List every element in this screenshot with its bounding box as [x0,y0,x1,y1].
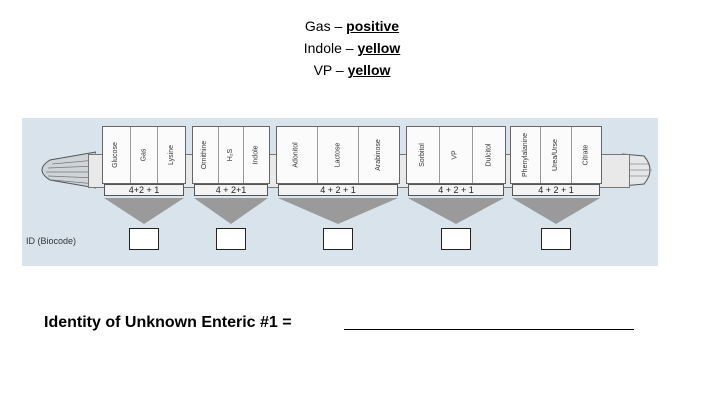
test-label: H₂S [227,148,235,162]
group-wedge-icon [408,198,504,224]
result-gas-value: positive [346,18,400,34]
result-indole: Indole – yellow [0,38,704,58]
test-cell: Adonitol [277,127,318,183]
score-label: 4 + 2 + 1 [278,184,398,196]
biocode-digit-box-4 [441,228,471,250]
test-cell: Arabinose [359,127,399,183]
test-label: Lysine [167,145,175,165]
test-label: Dulcitol [484,143,492,167]
unknown-identity-prompt: Identity of Unknown Enteric #1 = [44,314,292,331]
result-gas-label: Gas – [304,18,343,34]
test-cell: Urea/Urse [541,127,572,183]
test-group-2: Ornithine H₂S Indole [192,126,270,184]
result-vp-value: yellow [347,62,391,78]
test-group-1: Glucose Gas Lysine [102,126,186,184]
biocode-digit-box-2 [216,228,246,250]
test-label: Gas [140,148,147,162]
test-cell: Gas [131,127,159,183]
score-label: 4 + 2+1 [194,184,268,196]
biocode-digit-box-5 [541,228,571,250]
test-label: Indole [252,145,260,165]
test-label: Adonitol [292,142,300,168]
test-cell: Citrate [572,127,601,183]
test-group-5: Phenylalanine Urea/Urse Citrate [510,126,602,184]
test-cell: VP [440,127,473,183]
test-group-3: Adonitol Lactose Arabinose [276,126,400,184]
biocode-digit-box-3 [323,228,353,250]
tube-left-cap-icon [41,151,96,189]
test-label: Urea/Urse [552,139,559,171]
test-cell: Ornithine [193,127,219,183]
test-label: Glucose [112,142,120,168]
test-cell: Lactose [318,127,359,183]
test-group-4: Sorbitol VP Dulcitol [406,126,506,184]
group-wedge-icon [512,198,600,224]
group-wedge-icon [278,198,398,224]
result-gas: Gas – positive [0,16,704,36]
test-label: Lactose [334,142,341,168]
biocode-label: ID (Biocode) [26,236,77,246]
test-cell: H₂S [219,127,245,183]
test-cell: Lysine [158,127,185,183]
test-cell: Phenylalanine [511,127,542,183]
test-label: Sorbitol [418,143,426,167]
score-label: 4+2 + 1 [104,184,184,196]
test-cell: Indole [244,127,269,183]
result-vp-label: VP – [313,62,344,78]
group-wedge-icon [194,198,268,224]
test-label: Ornithine [201,140,209,170]
test-cell: Sorbitol [407,127,440,183]
test-label: VP [452,150,459,160]
test-label: Citrate [582,144,590,166]
score-label: 4 + 2 + 1 [408,184,504,196]
result-indole-label: Indole – [303,40,354,56]
result-vp: VP – yellow [0,60,704,80]
test-cell: Dulcitol [473,127,505,183]
enterotube-diagram: Glucose Gas Lysine Ornithine H₂S Indole … [22,118,658,266]
score-label: 4 + 2 + 1 [512,184,600,196]
answer-blank-line [344,329,634,330]
group-wedge-icon [104,198,184,224]
test-cell: Glucose [103,127,131,183]
result-indole-value: yellow [357,40,401,56]
biocode-digit-box-1 [129,228,159,250]
test-label: Arabinose [375,139,382,171]
test-label: Phenylalanine [521,133,529,177]
